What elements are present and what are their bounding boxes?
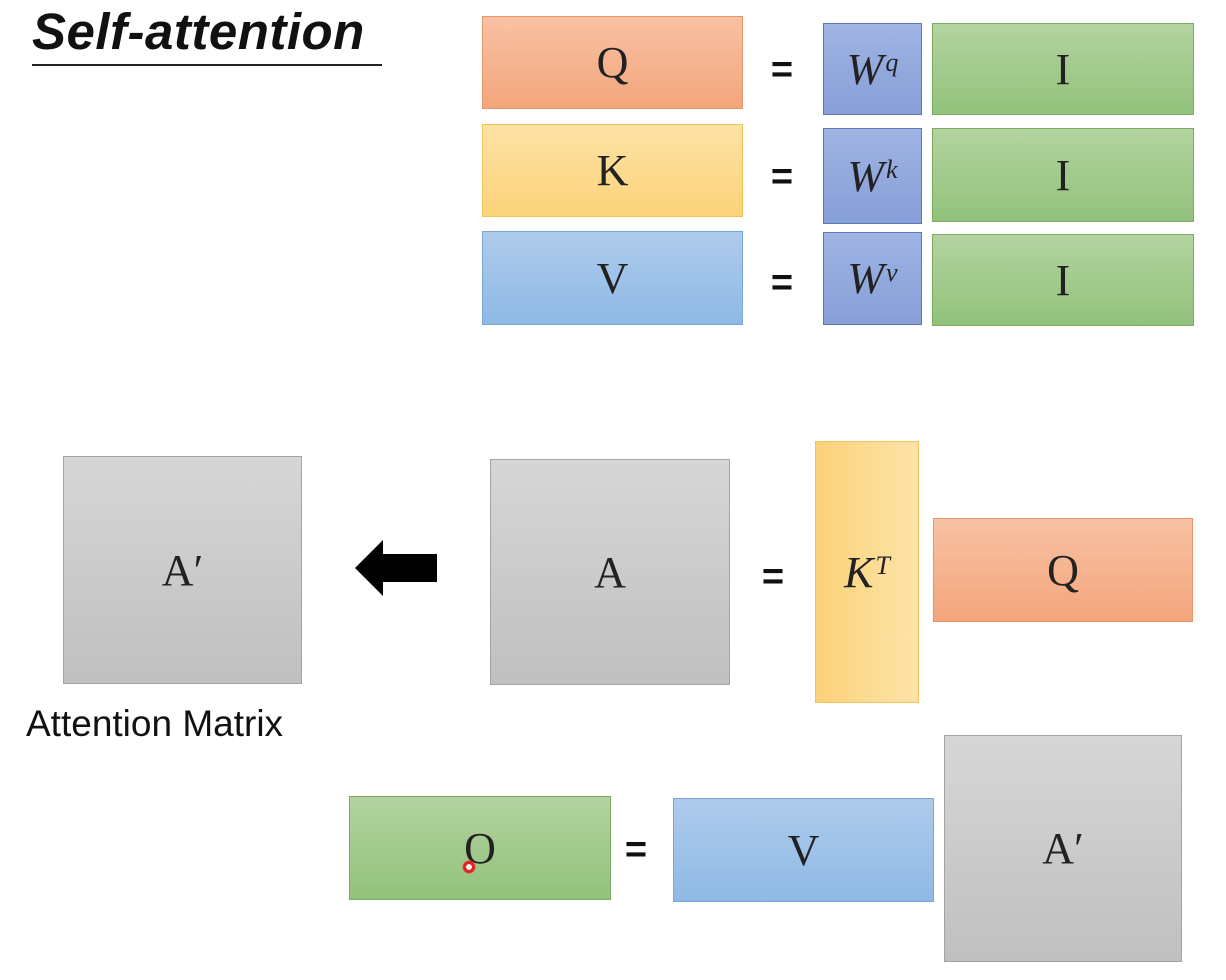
page-title: Self-attention [32,3,365,60]
wk-label: W [847,151,885,201]
attention-matrix-caption: Attention Matrix [26,703,284,744]
v-label: V [596,253,629,303]
kt-superscript: T [875,551,890,580]
k-matrix: K [482,124,743,217]
left-arrow-icon [355,540,437,596]
input-label: I [1055,150,1071,200]
laser-pointer-icon [462,860,476,874]
v-matrix: V [482,231,743,325]
v-label: V [787,825,820,875]
v-matrix-output: V [673,798,934,902]
title-underline [32,64,382,66]
q-matrix: Q [482,16,743,109]
q-label: Q [1047,545,1079,595]
wk-superscript: k [886,155,898,184]
q-label: Q [596,38,629,87]
attention-matrix-a: A [490,459,730,685]
input-label: I [1055,255,1071,305]
attention-matrix-a-prime: A′ [63,456,302,684]
input-label: I [1055,44,1071,94]
attention-matrix-a-prime-output: A′ [944,735,1182,962]
equals-sign: = [770,262,794,304]
wq-label: W [846,44,884,94]
equals-sign: = [770,156,794,198]
equals-sign: = [770,49,794,91]
wq-superscript: q [885,48,899,77]
a-prime-label: A′ [1042,824,1084,873]
output-matrix-o: O [349,796,611,900]
a-prime-label: A′ [161,545,204,595]
kt-label: K [844,547,874,597]
equals-sign: = [624,829,648,871]
wv-label: W [847,254,885,303]
input-matrix-q: I [932,23,1194,115]
equals-sign: = [761,556,785,598]
input-matrix-k: I [932,128,1194,222]
input-matrix-v: I [932,234,1194,326]
k-label: K [596,146,629,195]
a-label: A [594,547,626,597]
q-matrix-attention: Q [933,518,1193,622]
wv-superscript: v [886,257,898,287]
